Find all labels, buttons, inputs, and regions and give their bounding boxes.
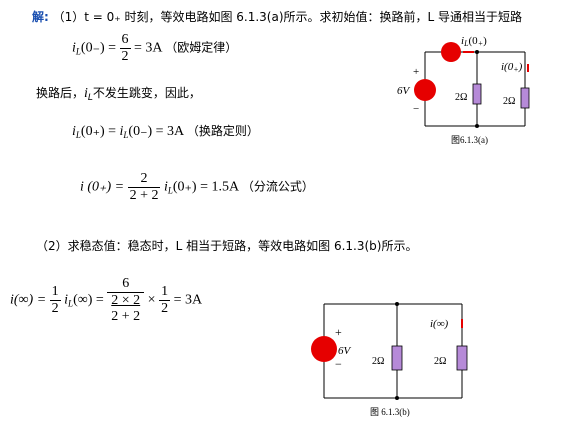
resistor-2-label: 2Ω	[503, 96, 515, 107]
eq4-f2-num: 6	[122, 276, 130, 291]
eq2-note: （换路定则）	[186, 124, 259, 138]
eq4-f2-inner-fraction: 2 × 2 2 + 2	[109, 293, 142, 325]
branch-current-label: i(0+)	[501, 61, 523, 74]
eq3-var: i	[163, 179, 168, 195]
equation-ohm: iL(0₋) = 6 2 = 3A （欧姆定律）	[72, 32, 237, 65]
voltage-source-icon	[311, 336, 337, 362]
step1-header: 解: （1）t = 0₊ 时刻，等效电路如图 6.1.3(a)所示。求初始值：换…	[32, 8, 522, 25]
line-after-switch: 换路后，iL不发生跳变，因此，	[36, 84, 201, 103]
eq1-den: 2	[119, 48, 131, 64]
eq1-var: i	[72, 40, 76, 56]
step1-text: （1）t = 0₊ 时刻，等效电路如图 6.1.3(a)所示。求初始值：换路前，…	[52, 10, 523, 24]
current-il-label: iL(0+)	[461, 35, 487, 48]
equation-switching-rule: iL(0₊) = iL(0₋) = 3A （换路定则）	[72, 122, 259, 140]
eq4-f1-den: 2	[49, 300, 61, 316]
eq3-rhs: (0₊) = 1.5A	[172, 179, 239, 195]
step2-text: （2）求稳态值：稳态时，L 相当于短路，等效电路如图 6.1.3(b)所示。	[36, 239, 418, 253]
eq4-f3-den: 2	[159, 300, 171, 316]
resistor-1-label: 2Ω	[455, 92, 467, 103]
circuit-diagram-a: + − 6V 2Ω 2Ω iL(0+) i(0+) 图6.1.3(a)	[397, 35, 530, 145]
eq4-f2-inner-num: 2 × 2	[111, 293, 141, 308]
resistor-2-label: 2Ω	[434, 356, 446, 367]
eq2-a: i	[72, 124, 76, 139]
eq3-sub: L	[167, 185, 173, 196]
eq4-arg: (∞) =	[73, 292, 104, 308]
eq1-arg: (0₋) =	[80, 40, 117, 56]
eq3-note: （分流公式）	[241, 179, 314, 194]
source-voltage-label: 6V	[338, 345, 352, 357]
eq3-fraction: 2 2 + 2	[127, 171, 161, 204]
resistor-2-icon	[520, 87, 530, 109]
eq4-rhs: = 3A	[173, 292, 203, 308]
source-voltage-label: 6V	[397, 85, 411, 97]
circuit-diagram-b: + − 6V 2Ω 2Ω i(∞) 图 6.1.3(b)	[311, 302, 468, 417]
line2-a: 换路后，	[36, 86, 85, 100]
eq2-a-arg: (0₊) =	[80, 124, 117, 139]
eq4-times: ×	[147, 292, 156, 308]
eq3-num: 2	[140, 171, 148, 186]
figure-a-caption: 图6.1.3(a)	[451, 135, 488, 145]
eq1-fraction: 6 2	[119, 32, 131, 65]
eq2-a-sub: L	[75, 130, 81, 140]
resistor-2-icon	[456, 345, 468, 371]
resistor-1-icon	[391, 345, 403, 371]
eq1-rhs: = 3A	[134, 40, 162, 56]
junction-dot	[475, 124, 479, 128]
eq4-f3-num: 1	[161, 284, 169, 299]
eq4-sub: L	[68, 298, 74, 309]
eq4-f1-num: 1	[51, 284, 59, 299]
source-minus-label: −	[413, 103, 419, 115]
equation-current-divider: i (0₊) = 2 2 + 2 iL(0₊) = 1.5A （分流公式）	[80, 171, 314, 204]
eq4-fraction-1: 1 2	[49, 284, 61, 317]
resistor-1-label: 2Ω	[372, 356, 384, 367]
source-plus-label: +	[413, 66, 419, 78]
eq2-b: i	[119, 124, 124, 139]
eq4-f2-inner-den: 2 + 2	[111, 309, 141, 324]
solution-label: 解:	[32, 10, 49, 24]
eq4-f2-den: 2 × 2 2 + 2	[107, 292, 145, 325]
source-plus-label: +	[335, 325, 342, 339]
eq3-den: 2 + 2	[127, 187, 161, 203]
line2-sub: L	[87, 93, 93, 103]
eq4-fraction-3: 1 2	[159, 284, 171, 317]
figure-b-caption: 图 6.1.3(b)	[370, 407, 410, 417]
eq4-fraction-2: 6 2 × 2 2 + 2	[107, 276, 145, 325]
eq1-note: （欧姆定律）	[165, 40, 238, 55]
junction-dot	[475, 50, 479, 54]
voltage-source-icon	[414, 79, 436, 101]
junction-dot	[395, 396, 399, 400]
resistor-1-icon	[472, 83, 482, 105]
eq2-b-arg: (0₋) = 3A	[128, 124, 184, 139]
line2-rest: 不发生跳变，因此，	[92, 86, 201, 100]
equation-steady-state: i(∞) = 1 2 iL(∞) = 6 2 × 2 2 + 2 × 1 2 =…	[10, 276, 202, 325]
source-minus-label: −	[335, 357, 342, 371]
eq3-lhs: i (0₊) =	[80, 179, 125, 195]
step2-header: （2）求稳态值：稳态时，L 相当于短路，等效电路如图 6.1.3(b)所示。	[36, 237, 417, 254]
branch-current-label: i(∞)	[430, 318, 449, 330]
line2-var: i	[84, 86, 88, 101]
eq1-sub: L	[75, 46, 81, 57]
eq4-var: i	[64, 292, 69, 308]
eq4-lhs: i(∞) =	[10, 292, 47, 308]
junction-dot	[395, 302, 399, 306]
eq2-b-sub: L	[123, 130, 129, 140]
eq1-num: 6	[121, 32, 129, 47]
current-source-icon	[441, 42, 461, 62]
